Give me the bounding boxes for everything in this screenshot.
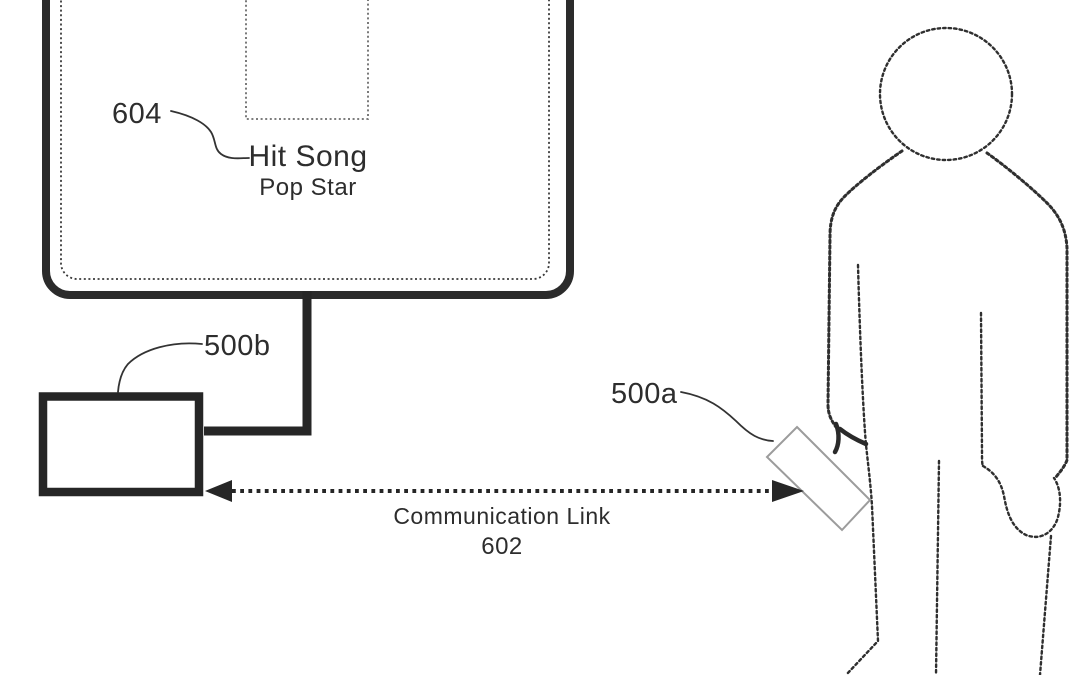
- communication-link-arrow: [205, 480, 804, 502]
- song-artist-text: Pop Star: [259, 174, 357, 201]
- person-left-shoulder-arm: [826, 149, 904, 429]
- tv-cable: [204, 291, 312, 436]
- comm-link-arrowhead-left: [205, 480, 232, 502]
- song-title-text: Hit Song: [248, 140, 368, 173]
- handheld-device: [765, 425, 872, 532]
- album-art-placeholder: [245, 0, 369, 120]
- leader-line-500b: [117, 342, 203, 393]
- person-outline: [826, 26, 1069, 675]
- ref-label-500a: 500a: [611, 378, 678, 410]
- leader-lines: [117, 110, 774, 442]
- person-inner-right-arm: [979, 311, 985, 468]
- leader-line-500a: [680, 391, 774, 442]
- person-right-shoulder-arm: [985, 151, 1069, 479]
- person-legs-divider: [934, 459, 941, 675]
- ref-label-500b: 500b: [204, 330, 271, 362]
- person-wrist-strokes: [832, 421, 869, 455]
- person-head: [878, 26, 1014, 162]
- person-inner-left-arm-and-leg: [844, 263, 880, 675]
- person-hand-fist: [981, 464, 1062, 539]
- person-right-leg: [1038, 534, 1053, 675]
- ref-label-602: 602: [481, 533, 523, 560]
- communication-link-label: Communication Link: [393, 503, 611, 529]
- comm-link-arrowhead-right: [772, 480, 804, 502]
- tv-inner-bezel: [60, 0, 550, 280]
- ref-label-604: 604: [112, 98, 162, 130]
- wrist-stroke-top: [837, 426, 869, 447]
- leader-line-604: [170, 110, 250, 160]
- wrist-stroke-outer: [832, 421, 841, 455]
- set-top-box: [38, 392, 204, 497]
